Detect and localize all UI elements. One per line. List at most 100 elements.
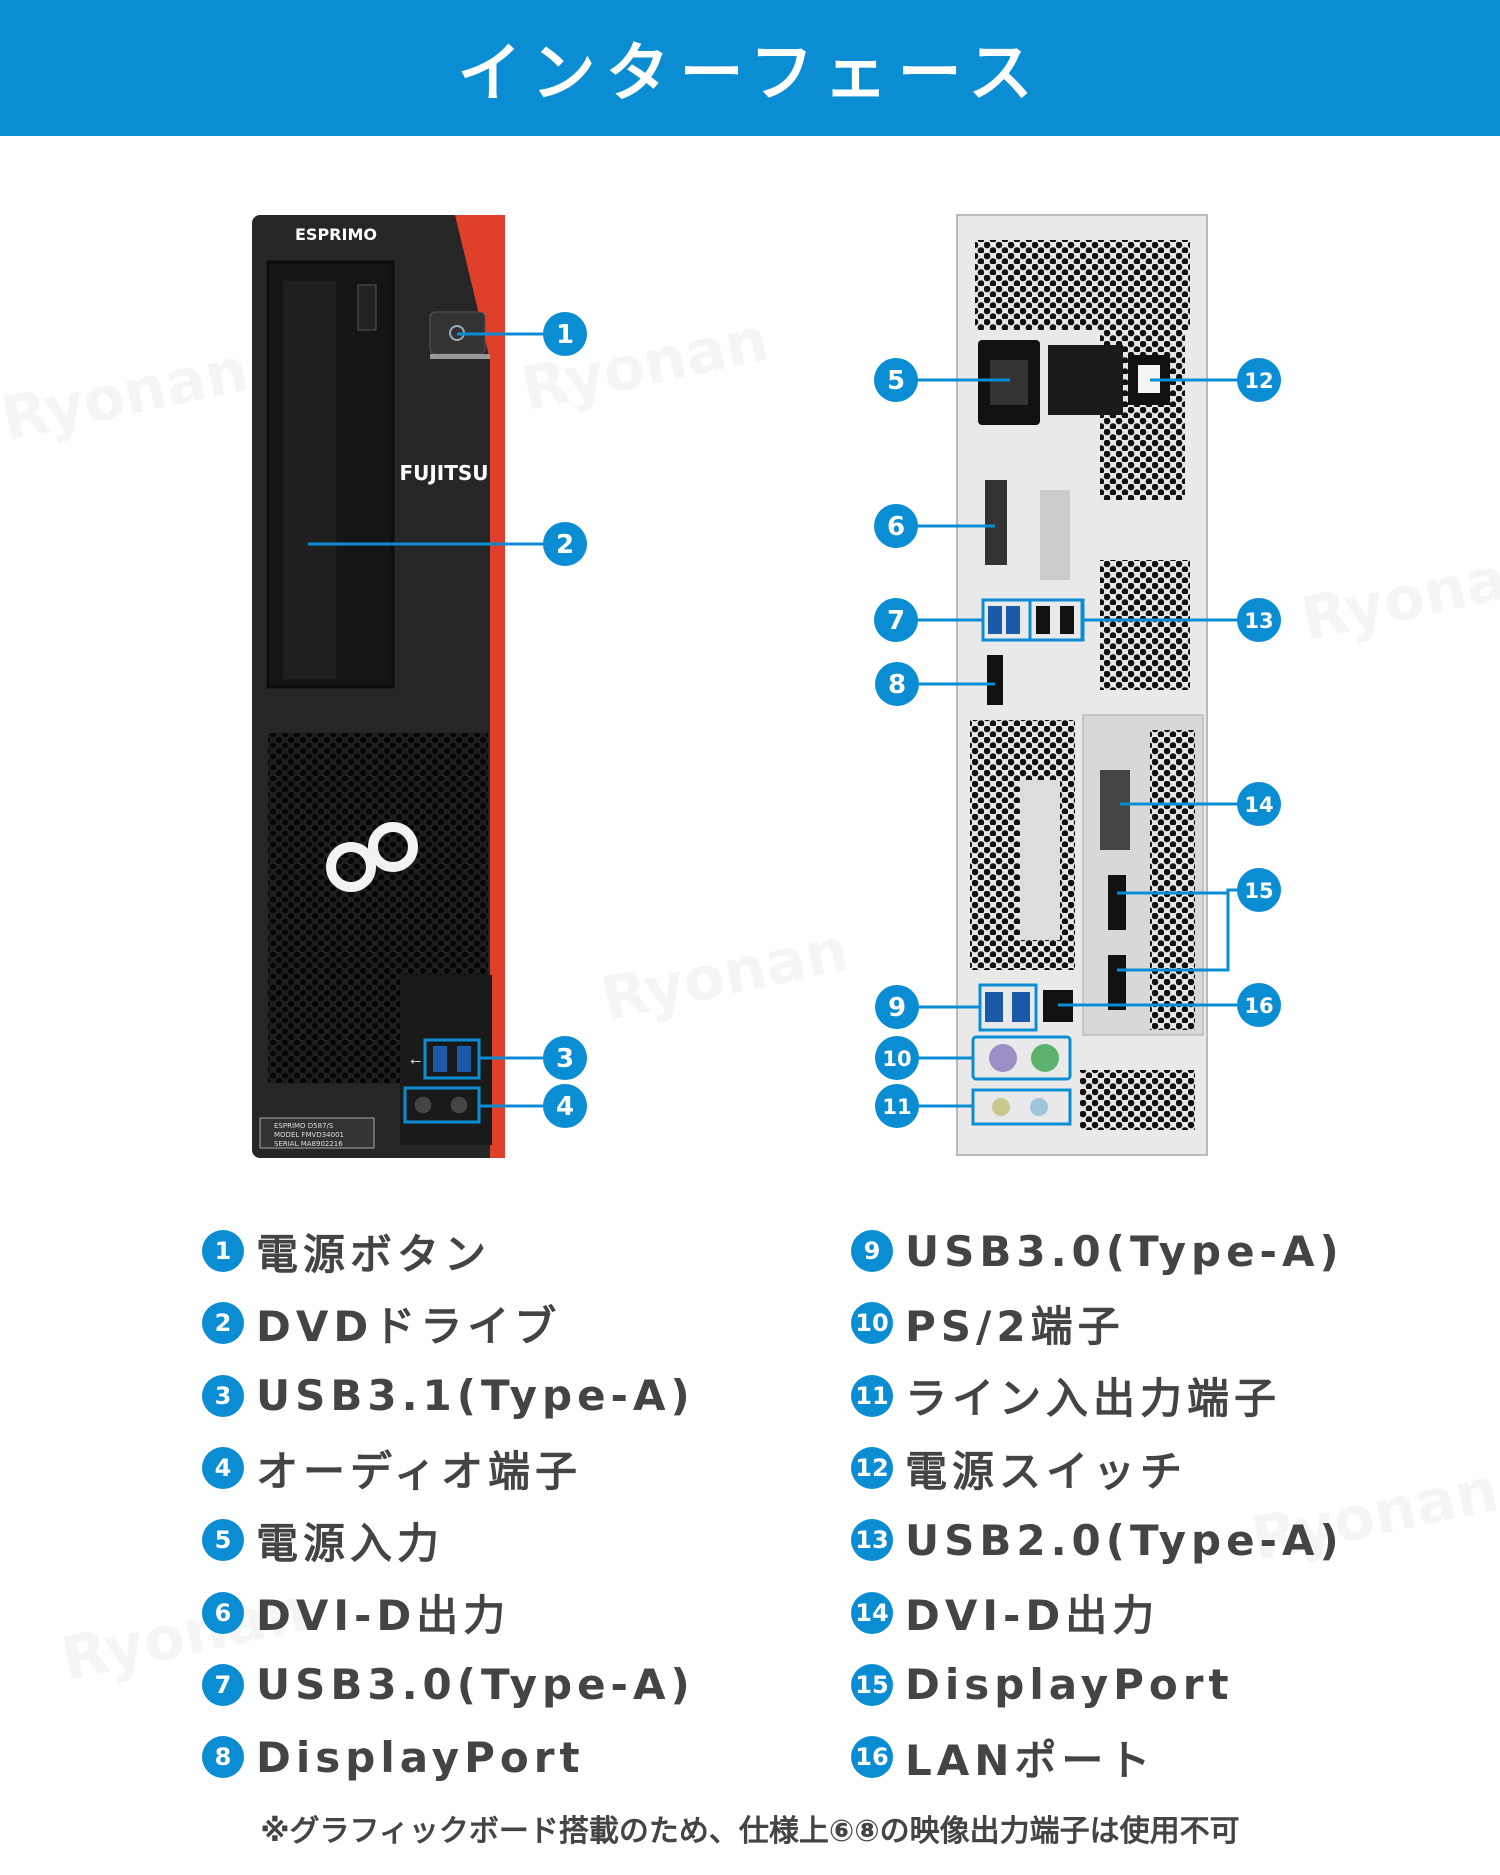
ps2-mouse-port[interactable] xyxy=(1031,1044,1059,1072)
legend-label: DisplayPort xyxy=(256,1732,585,1782)
footnote: ※グラフィックボード搭載のため、仕様上⑥⑧の映像出力端子は使用不可 xyxy=(260,1814,1240,1849)
callout-10: 10 xyxy=(875,1036,919,1080)
headphone-jack[interactable] xyxy=(413,1095,433,1115)
legend-label: DVI-D出力 xyxy=(256,1591,511,1641)
legend-item: 15 DisplayPort xyxy=(851,1649,1344,1721)
legend-label: オーディオ端子 xyxy=(256,1446,583,1496)
usb30-port[interactable] xyxy=(988,606,1002,634)
legend-number: 1 xyxy=(202,1230,244,1273)
brand-esprimo: ESPRIMO xyxy=(295,225,377,244)
svg-text:1: 1 xyxy=(556,320,574,350)
displayport-gpu[interactable] xyxy=(1108,875,1126,930)
dvi-port-onboard xyxy=(985,480,1007,565)
legend-item: 12 電源スイッチ xyxy=(851,1432,1344,1504)
usb20-port[interactable] xyxy=(1036,606,1050,634)
legend-item: 11 ライン入出力端子 xyxy=(851,1360,1344,1432)
legend-number: 9 xyxy=(851,1230,893,1273)
legend-number: 13 xyxy=(851,1519,893,1562)
legend-item: 16 LANポート xyxy=(851,1721,1344,1793)
usb31-port[interactable] xyxy=(433,1046,447,1072)
fujitsu-logo: FUJITSU xyxy=(399,461,488,485)
infinity-logo xyxy=(326,822,418,892)
line-in-jack[interactable] xyxy=(1030,1098,1048,1116)
model-label: MODEL FMVD34001 xyxy=(274,1131,344,1139)
mic-jack[interactable] xyxy=(449,1095,469,1115)
model-label: ESPRIMO D587/S xyxy=(274,1122,334,1130)
usb31-port[interactable] xyxy=(457,1046,471,1072)
callout-9: 9 xyxy=(875,985,919,1029)
usb30-port[interactable] xyxy=(1006,606,1020,634)
displayport-gpu[interactable] xyxy=(1108,955,1126,1010)
usb-icon: ⭠ xyxy=(410,1053,421,1069)
legend-label: 電源ボタン xyxy=(256,1229,492,1279)
page-title: インターフェース xyxy=(457,37,1043,111)
svg-text:5: 5 xyxy=(887,366,905,396)
ps2-keyboard-port[interactable] xyxy=(989,1044,1017,1072)
legend-label: DisplayPort xyxy=(905,1660,1234,1710)
svg-text:15: 15 xyxy=(1244,879,1273,903)
legend-label: USB3.1(Type-A) xyxy=(256,1371,695,1421)
callout-14: 14 xyxy=(1237,782,1281,826)
callout-12: 12 xyxy=(1237,358,1281,402)
legend-label: DVDドライブ xyxy=(256,1301,562,1351)
legend-number: 16 xyxy=(851,1736,893,1779)
svg-text:7: 7 xyxy=(887,606,905,636)
legend-label: LANポート xyxy=(905,1735,1156,1785)
legend-item: 13 USB2.0(Type-A) xyxy=(851,1504,1344,1576)
legend-label: USB2.0(Type-A) xyxy=(905,1515,1344,1565)
legend-number: 11 xyxy=(851,1374,893,1417)
legend-number: 10 xyxy=(851,1302,893,1345)
callout-2: 2 xyxy=(543,522,587,566)
svg-text:3: 3 xyxy=(556,1044,574,1074)
legend-number: 15 xyxy=(851,1663,893,1706)
svg-text:2: 2 xyxy=(556,530,574,560)
svg-text:8: 8 xyxy=(888,670,906,700)
legend-number: 14 xyxy=(851,1591,893,1634)
legend-item: 6 DVI-D出力 xyxy=(202,1576,695,1648)
legend-item: 2 DVDドライブ xyxy=(202,1287,695,1359)
legend-label: 電源スイッチ xyxy=(905,1446,1188,1496)
legend-number: 6 xyxy=(202,1591,244,1634)
svg-text:13: 13 xyxy=(1244,609,1273,633)
line-out-jack[interactable] xyxy=(992,1098,1010,1116)
legend-item: 1 電源ボタン xyxy=(202,1215,695,1287)
callout-5: 5 xyxy=(874,358,918,402)
callout-1: 1 xyxy=(543,312,587,356)
svg-text:6: 6 xyxy=(887,512,905,542)
dvi-port-gpu[interactable] xyxy=(1100,770,1130,850)
legend-label: 電源入力 xyxy=(256,1518,445,1568)
svg-text:11: 11 xyxy=(882,1095,911,1119)
front-pc: ESPRIMO FUJITSU ⭠ ESPRIMO D587/S MODEL F… xyxy=(252,215,505,1158)
legend-number: 5 xyxy=(202,1519,244,1562)
callout-4: 4 xyxy=(543,1084,587,1128)
rear-pc xyxy=(956,214,1208,1156)
legend-item: 5 電源入力 xyxy=(202,1504,695,1576)
svg-text:12: 12 xyxy=(1244,369,1273,393)
legend-number: 2 xyxy=(202,1302,244,1345)
callout-6: 6 xyxy=(874,504,918,548)
header-banner: インターフェース xyxy=(0,0,1500,136)
callout-3: 3 xyxy=(543,1036,587,1080)
callout-13: 13 xyxy=(1237,598,1281,642)
legend-number: 12 xyxy=(851,1447,893,1490)
svg-text:9: 9 xyxy=(888,993,906,1023)
callout-15: 15 xyxy=(1237,868,1281,912)
usb30-port[interactable] xyxy=(985,992,1003,1022)
displayport-onboard xyxy=(987,655,1003,705)
model-label: SERIAL MA8902216 xyxy=(274,1140,343,1148)
svg-text:10: 10 xyxy=(882,1047,911,1071)
usb30-port[interactable] xyxy=(1012,992,1030,1022)
usb20-port[interactable] xyxy=(1060,606,1074,634)
legend-label: ライン入出力端子 xyxy=(905,1374,1282,1424)
svg-text:4: 4 xyxy=(556,1092,574,1122)
callout-16: 16 xyxy=(1237,983,1281,1027)
